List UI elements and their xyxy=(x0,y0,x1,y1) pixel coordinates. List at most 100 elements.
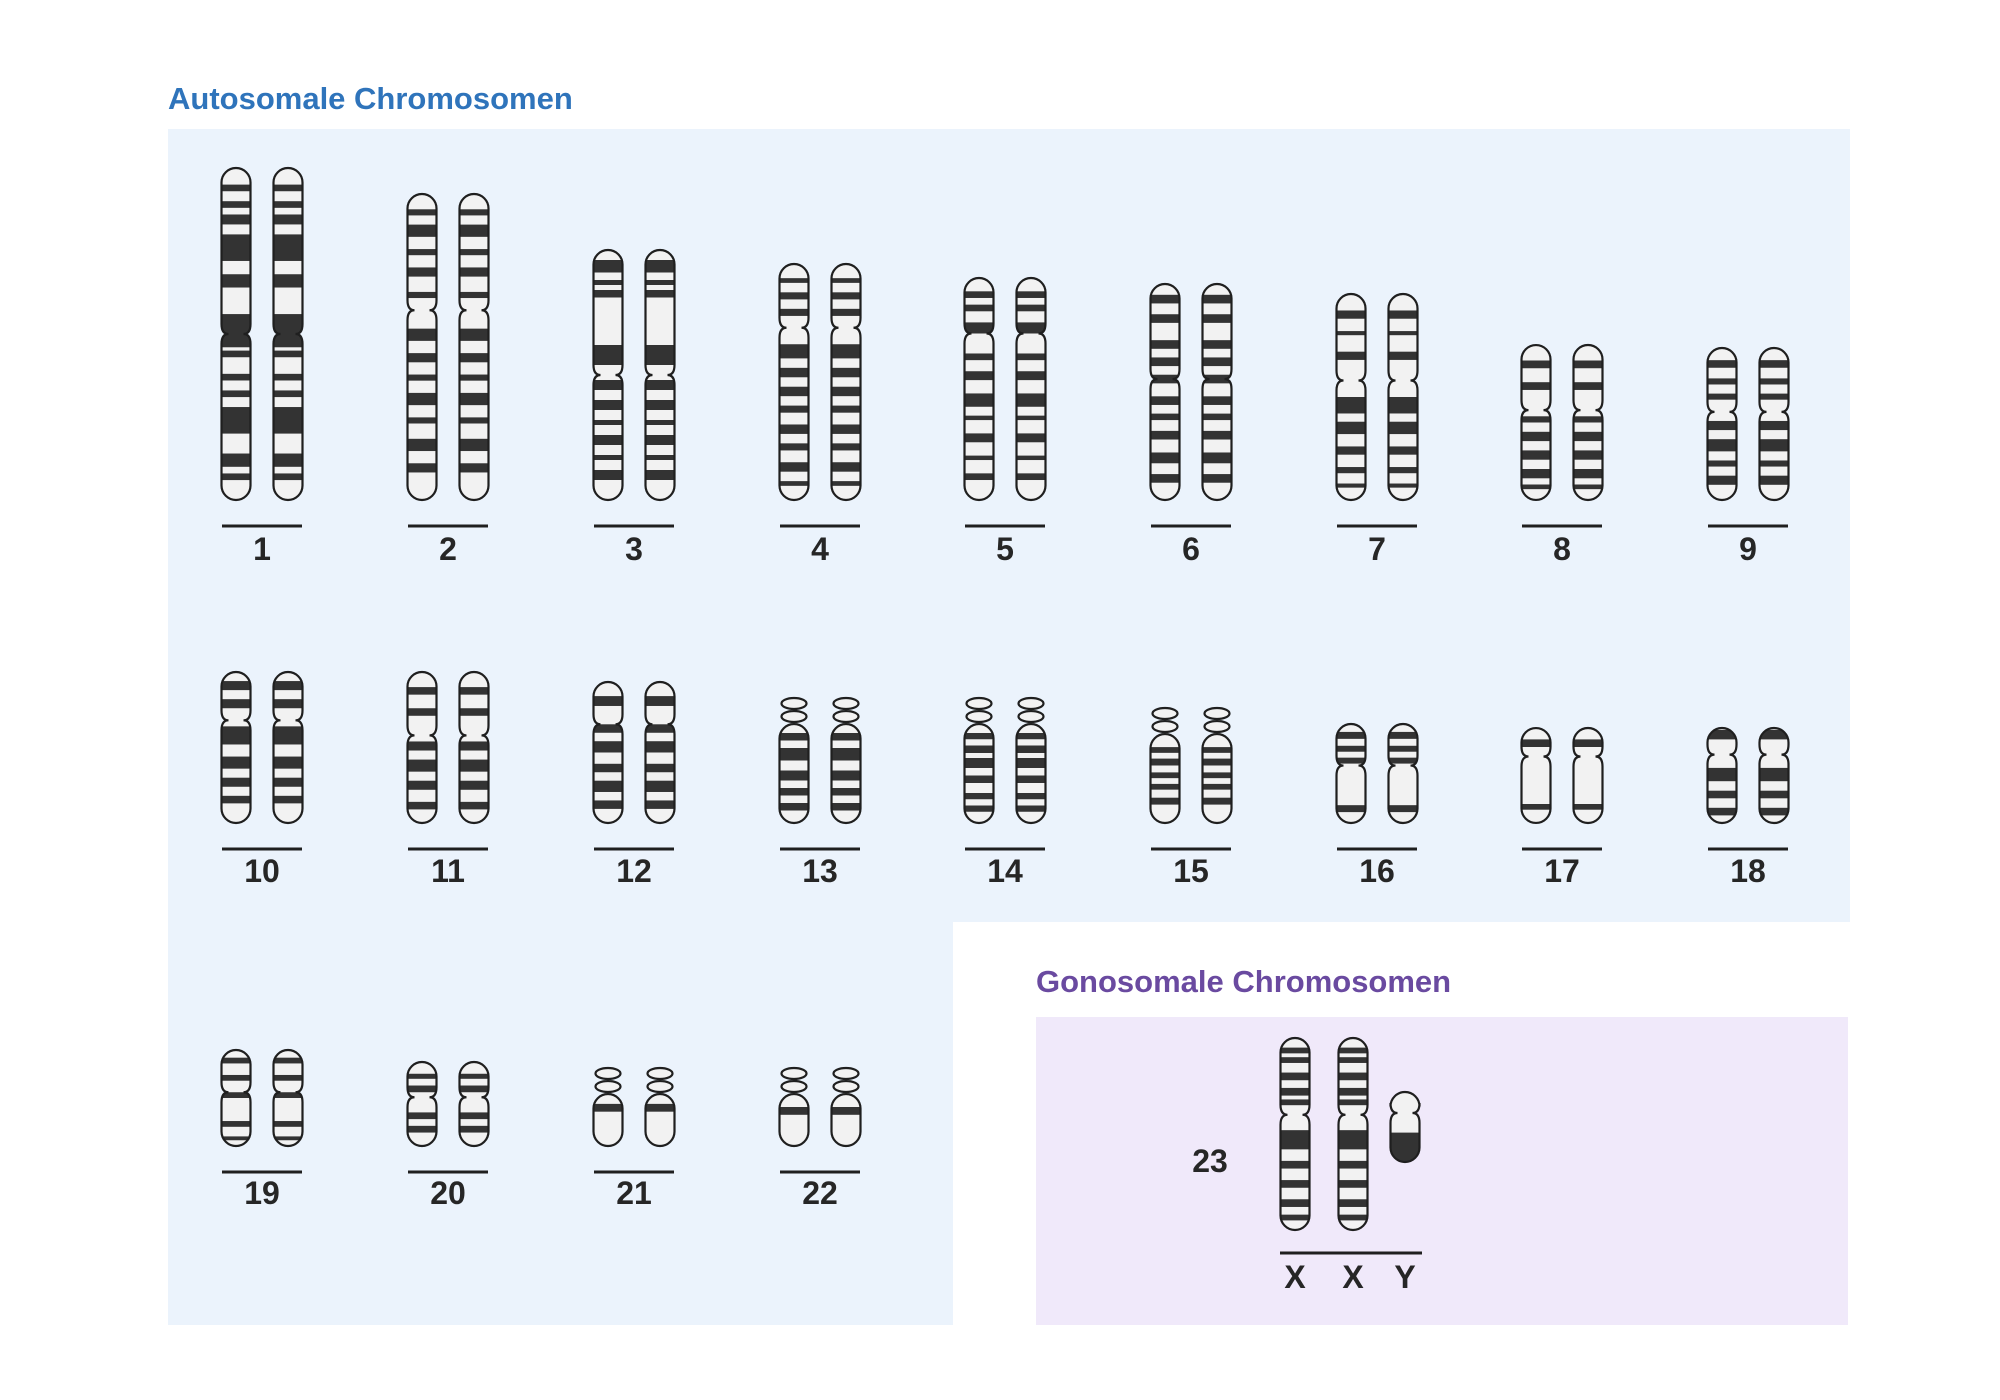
chromosome-band xyxy=(645,470,675,480)
chromosome-band xyxy=(273,1092,303,1098)
chromosome-outline xyxy=(1758,346,1790,502)
chromosome-number: 15 xyxy=(1173,853,1209,889)
chromosome-band xyxy=(407,741,437,751)
chromosome-body xyxy=(407,194,437,500)
chromosome-number: 1 xyxy=(253,531,271,567)
chromosome-9-a xyxy=(1706,346,1738,502)
chromosome-6-a xyxy=(1149,282,1181,502)
chromosome-band xyxy=(964,353,994,361)
chromosome-band xyxy=(221,373,251,381)
chromosome-band xyxy=(831,278,861,283)
chromosome-band xyxy=(407,801,437,810)
chromosome-outline xyxy=(1201,706,1233,825)
chromosome-band xyxy=(1150,758,1180,766)
chromosome-band xyxy=(1521,416,1551,423)
chromosome-band xyxy=(964,805,994,812)
chromosome-band xyxy=(459,741,489,751)
chromosome-band xyxy=(1521,431,1551,442)
chromosome-20-b xyxy=(458,1060,490,1148)
chromosome-band xyxy=(1280,1099,1310,1106)
chromosome-outline xyxy=(1279,1036,1311,1232)
chromosome-band xyxy=(779,292,809,300)
chromosome-outline xyxy=(1335,292,1367,502)
chromosome-band xyxy=(1336,351,1366,360)
chromosome-22-b xyxy=(830,1066,862,1148)
chromosome-band xyxy=(1280,1199,1310,1207)
chromosome-band xyxy=(1336,745,1366,752)
chromosome-band xyxy=(593,420,623,425)
chromosome-band xyxy=(459,224,489,237)
chromosome-band xyxy=(1202,357,1232,367)
chromosome-band xyxy=(1280,1047,1310,1054)
chromosome-number: 21 xyxy=(616,1175,652,1211)
chromosome-band xyxy=(1759,378,1789,385)
chromosome-band xyxy=(221,777,251,787)
chromosome-band xyxy=(1280,1087,1310,1096)
chromosome-band xyxy=(459,780,489,790)
chromosome-band xyxy=(221,1136,251,1141)
chromosome-band xyxy=(1707,360,1737,368)
chromosome-band xyxy=(221,756,251,769)
chromosome-band xyxy=(407,328,437,341)
chromosome-band xyxy=(1388,331,1418,336)
chromosome-outline xyxy=(220,1048,252,1148)
chromosome-band xyxy=(831,308,861,316)
chromosome-band xyxy=(459,291,489,299)
chromosome-body xyxy=(459,1062,489,1146)
chromosome-band xyxy=(1388,731,1418,739)
chromosome-Y-3 xyxy=(1389,1090,1421,1164)
chromosome-number: 14 xyxy=(987,853,1023,889)
chromosome-band xyxy=(407,209,437,216)
chromosome-outline xyxy=(644,1066,676,1148)
chromosome-band xyxy=(964,745,994,753)
chromosome-band xyxy=(593,455,623,460)
chromosome-band xyxy=(1336,421,1366,435)
chromosome-number: 16 xyxy=(1359,853,1395,889)
chromosome-band xyxy=(221,274,251,288)
chromosome-outline xyxy=(592,1066,624,1148)
chromosome-number: 20 xyxy=(430,1175,466,1211)
chromosome-band xyxy=(1759,807,1789,816)
chromosome-band xyxy=(1388,745,1418,752)
chromosome-band xyxy=(1016,322,1046,334)
chromosome-band xyxy=(1388,757,1418,764)
chromosome-outline xyxy=(220,166,252,502)
chromosome-band xyxy=(831,788,861,796)
chromosome-number: 4 xyxy=(811,531,829,567)
chromosome-band xyxy=(1338,1160,1368,1169)
chromosome-number: 8 xyxy=(1553,531,1571,567)
chromosome-band xyxy=(273,726,303,745)
chromosome-band xyxy=(645,763,675,773)
chromosome-band xyxy=(593,400,623,410)
chromosome-band xyxy=(459,438,489,452)
chromosome-band xyxy=(221,1074,251,1081)
chromosome-band xyxy=(1016,291,1046,298)
chromosome-19-a xyxy=(220,1048,252,1148)
chromosome-band xyxy=(459,1073,489,1079)
chromosome-band xyxy=(645,741,675,753)
chromosome-band xyxy=(273,184,303,192)
chromosome-number: 10 xyxy=(244,853,280,889)
chromosome-22-a xyxy=(778,1066,810,1148)
chromosome-band xyxy=(273,777,303,787)
chromosome-band xyxy=(1388,805,1418,813)
chromosome-outline xyxy=(778,262,810,502)
chromosome-band xyxy=(831,803,861,811)
chromosome-band xyxy=(221,234,251,261)
chromosome-body xyxy=(459,194,489,500)
chromosome-band xyxy=(1338,1047,1368,1054)
chromosome-band xyxy=(779,405,809,413)
chromosome-outline xyxy=(963,696,995,825)
chromosome-outline xyxy=(1520,343,1552,502)
chromosome-16-b xyxy=(1387,722,1419,825)
chromosome-band xyxy=(273,407,303,434)
chromosome-band xyxy=(1280,1214,1310,1221)
chromosome-band xyxy=(1202,340,1232,349)
chromosome-band xyxy=(645,800,675,809)
chromosome-band xyxy=(1150,772,1180,779)
chromosome-band xyxy=(1016,455,1046,461)
chromosome-body xyxy=(407,1062,437,1146)
chromosome-band xyxy=(407,374,437,381)
chromosome-body xyxy=(1573,728,1603,823)
chromosome-band xyxy=(1150,374,1180,384)
